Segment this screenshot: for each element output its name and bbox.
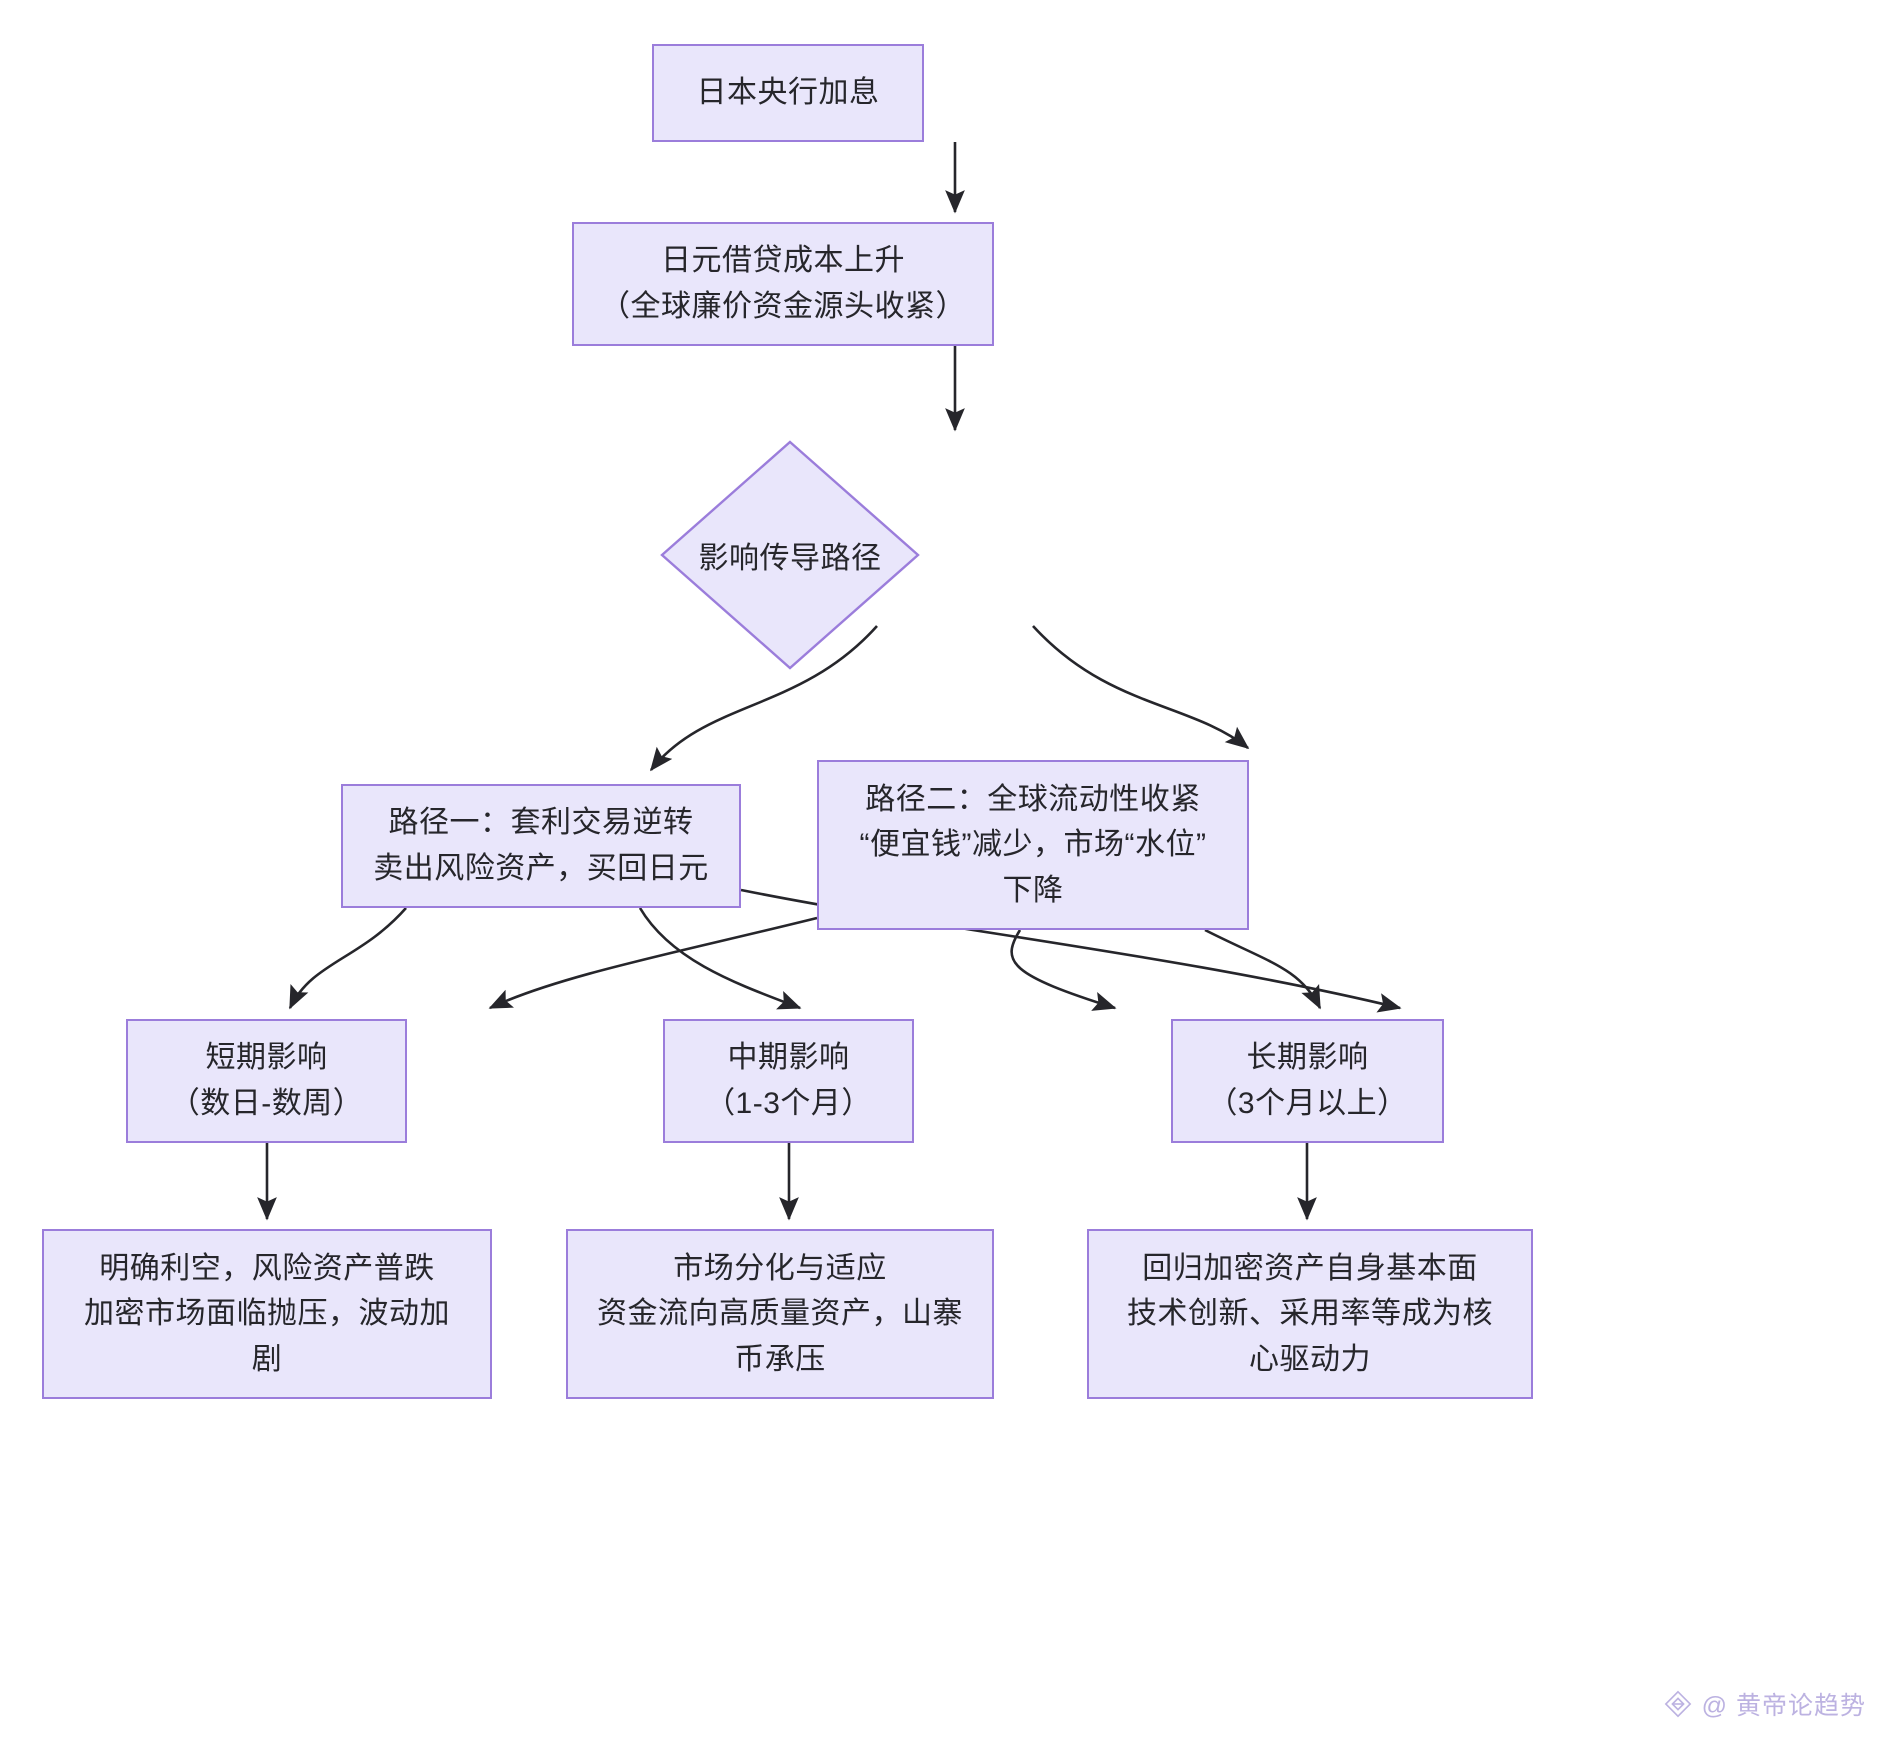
- node-line: 长期影响: [1246, 1041, 1369, 1075]
- diamond-gem-icon: [1664, 1690, 1691, 1718]
- node-line: 日元借贷成本上升: [661, 244, 905, 278]
- edge-n5-n7: [1010, 929, 1117, 1011]
- node-line: 剧: [251, 1342, 283, 1376]
- node-line: 影响传导路径: [698, 542, 882, 575]
- node-line: 回归加密资产自身基本面: [1142, 1251, 1478, 1285]
- node-mid-term-outcome[interactable]: 市场分化与适应 资金流向高质量资产，山寨 币承压: [566, 1229, 994, 1399]
- node-line: （1-3个月）: [705, 1087, 872, 1120]
- node-line: 市场分化与适应: [673, 1251, 887, 1285]
- node-line: 心驱动力: [1249, 1342, 1371, 1376]
- node-line: 币承压: [734, 1342, 826, 1376]
- node-line: （数日-数周）: [169, 1087, 364, 1120]
- node-mid-term-impact[interactable]: 中期影响 （1-3个月）: [663, 1019, 914, 1143]
- node-line: 加密市场面临抛压，波动加: [84, 1297, 450, 1331]
- node-line: 中期影响: [727, 1041, 850, 1075]
- edge-n5-n8: [1204, 928, 1322, 1010]
- edge-n4-n6: [288, 907, 407, 1010]
- node-line: 资金流向高质量资产，山寨: [597, 1297, 963, 1331]
- node-line: 技术创新、采用率等成为核: [1127, 1297, 1493, 1331]
- node-line: （全球廉价资金源头收紧）: [600, 290, 966, 323]
- node-long-term-impact[interactable]: 长期影响 （3个月以上）: [1171, 1019, 1444, 1143]
- node-short-term-impact[interactable]: 短期影响 （数日-数周）: [126, 1019, 407, 1143]
- node-line: （3个月以上）: [1207, 1087, 1408, 1120]
- node-path-one-carry-trade-unwind[interactable]: 路径一：套利交易逆转 卖出风险资产，买回日元: [341, 784, 741, 908]
- node-line: 下降: [1002, 873, 1064, 907]
- node-line: “便宜钱”减少，市场“水位”: [859, 828, 1207, 862]
- diamond-shape-icon: [660, 440, 920, 670]
- node-line: 日本央行加息: [696, 76, 880, 110]
- node-long-term-outcome[interactable]: 回归加密资产自身基本面 技术创新、采用率等成为核 心驱动力: [1087, 1229, 1533, 1399]
- node-line: 明确利空，风险资产普跌: [99, 1251, 435, 1285]
- edge-n3-n5: [1032, 625, 1250, 750]
- node-line: 路径二：全球流动性收紧: [865, 782, 1201, 816]
- watermark-text: @ 黄帝论趋势: [1701, 1692, 1866, 1720]
- node-transmission-path-decision[interactable]: 影响传导路径: [660, 440, 920, 670]
- node-path-two-global-liquidity-tightening[interactable]: 路径二：全球流动性收紧 “便宜钱”减少，市场“水位” 下降: [817, 760, 1249, 930]
- watermark: @ 黄帝论趋势: [1663, 1686, 1866, 1722]
- node-jpy-borrowing-cost[interactable]: 日元借贷成本上升 （全球廉价资金源头收紧）: [572, 222, 994, 346]
- node-short-term-outcome[interactable]: 明确利空，风险资产普跌 加密市场面临抛压，波动加 剧: [42, 1229, 492, 1399]
- edge-n5-n6: [488, 916, 818, 1010]
- node-line: 卖出风险资产，买回日元: [373, 852, 709, 885]
- node-boj-rate-hike[interactable]: 日本央行加息: [652, 44, 924, 142]
- edge-n4-n7: [638, 907, 802, 1010]
- node-line: 路径一：套利交易逆转: [388, 806, 694, 840]
- node-line: 短期影响: [205, 1041, 328, 1075]
